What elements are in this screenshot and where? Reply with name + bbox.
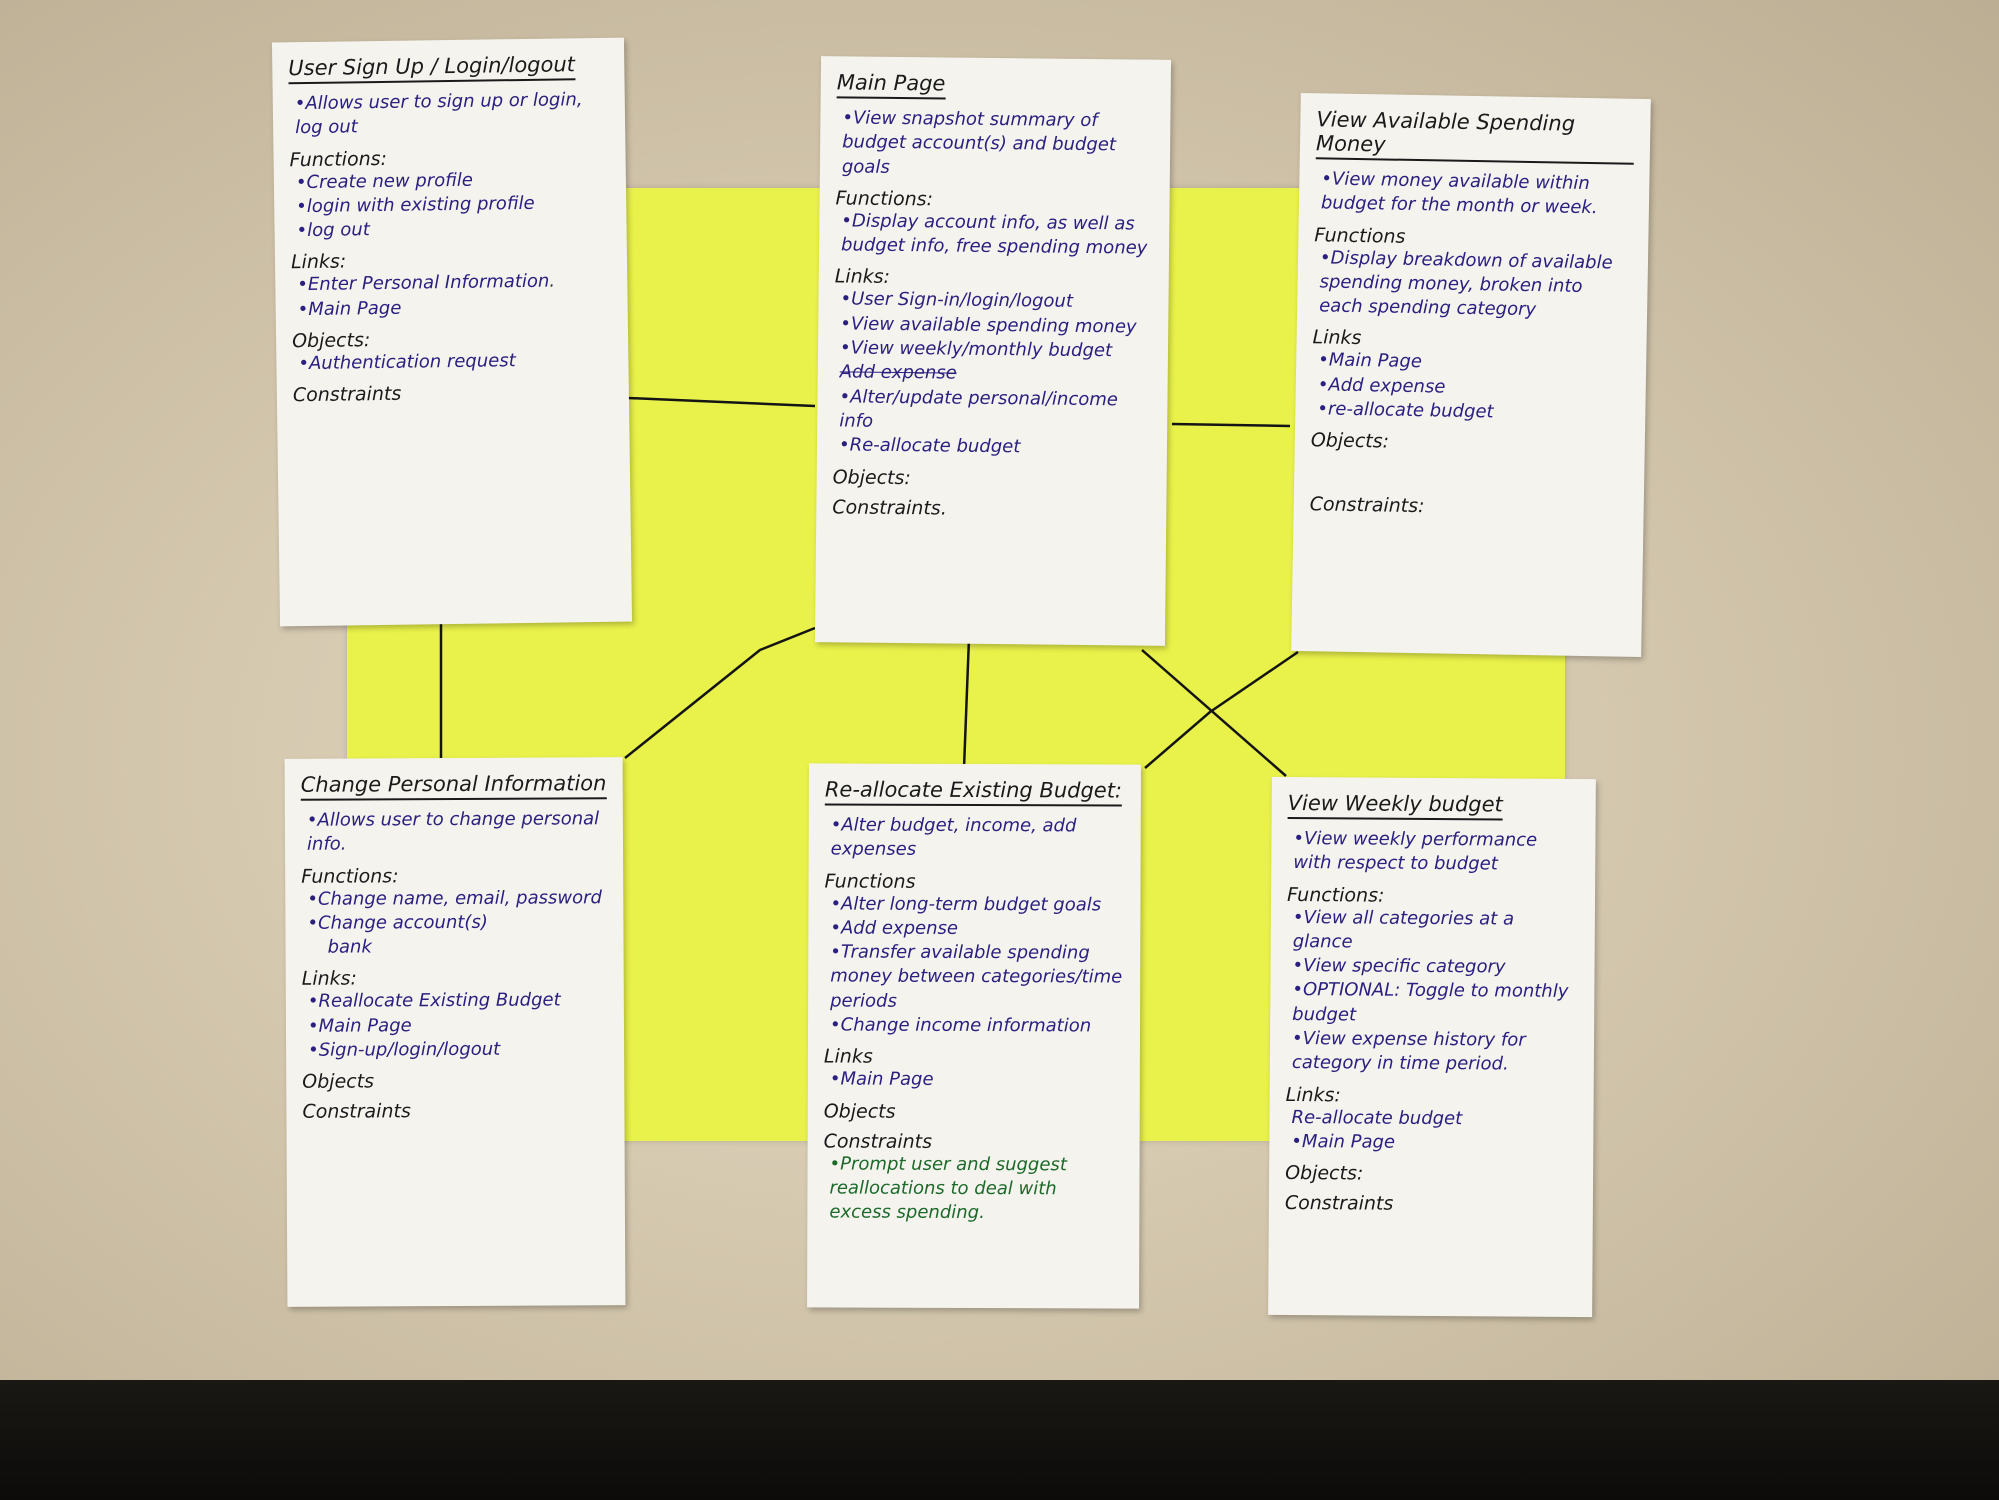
link-item: •Sign-up/login/logout — [308, 1038, 501, 1061]
link-item: •Main Page — [307, 1015, 412, 1037]
caret-note: bank — [327, 936, 372, 958]
card-main-page: Main Page •View snapshot summary of budg… — [814, 56, 1172, 646]
function-item: •OPTIONAL: Toggle to monthly budget — [1292, 979, 1569, 1026]
objects-label: Objects — [302, 1070, 375, 1094]
card-title: Change Personal Information — [300, 771, 607, 801]
link-item: Re-allocate budget — [1291, 1106, 1463, 1129]
link-item: •Main Page — [297, 297, 402, 320]
link-item: •View available spending money — [840, 313, 1137, 338]
constraints-label: Constraints — [1284, 1192, 1394, 1215]
card-title: User Sign Up / Login/logout — [288, 52, 576, 85]
functions-label: Functions: — [835, 187, 934, 211]
card-view-weekly-budget: View Weekly budget •View weekly performa… — [1268, 776, 1596, 1318]
card-description: •View money available within budget for … — [1320, 168, 1598, 219]
constraints-label: Constraints — [302, 1100, 411, 1124]
card-change-personal-info: Change Personal Information •Allows user… — [284, 757, 626, 1307]
function-item: •Change name, email, password — [307, 886, 602, 910]
link-item: •Main Page — [829, 1068, 934, 1091]
link-item: •Reallocate Existing Budget — [307, 989, 561, 1013]
card-description: •Allows user to change personal info. — [306, 808, 600, 856]
function-item: •View specific category — [1292, 955, 1506, 978]
objects-label: Objects: — [832, 465, 911, 489]
functions-label: Functions: — [301, 864, 399, 888]
link-item: •re-allocate budget — [1317, 398, 1494, 423]
card-description: •Alter budget, income, add expenses — [830, 814, 1077, 861]
dark-floor — [0, 1380, 1999, 1500]
card-description: •View weekly performance with respect to… — [1293, 828, 1538, 875]
function-item: •Change income information — [830, 1014, 1092, 1037]
card-title: Main Page — [836, 70, 946, 100]
function-item: •Transfer available spending money betwe… — [830, 941, 1123, 1012]
objects-label: Objects — [823, 1100, 896, 1123]
constraints-label: Constraints. — [832, 495, 947, 520]
link-item: •View weekly/monthly budget — [839, 337, 1113, 362]
card-description: •View snapshot summary of budget account… — [841, 107, 1117, 178]
link-item: •User Sign-in/login/logout — [840, 288, 1074, 313]
card-title: View Available Spending Money — [1315, 107, 1635, 165]
function-item: •View expense history for category in ti… — [1291, 1028, 1526, 1075]
functions-label: Functions: — [1286, 883, 1385, 907]
constraints-label: Constraints — [292, 383, 402, 407]
card-view-spending: View Available Spending Money •View mone… — [1291, 92, 1651, 658]
links-label: Links: — [1285, 1083, 1341, 1107]
links-label: Links — [823, 1045, 873, 1069]
constraints-label: Constraints — [823, 1130, 933, 1153]
link-item: •Main Page — [1291, 1130, 1396, 1153]
constraints-label: Constraints: — [1309, 493, 1425, 518]
function-item: •Add expense — [830, 917, 959, 939]
link-item: •Re-allocate budget — [838, 434, 1021, 458]
function-item: •log out — [296, 219, 370, 242]
card-user-signup: User Sign Up / Login/logout •Allows user… — [271, 37, 633, 627]
card-reallocate-budget: Re-allocate Existing Budget: •Alter budg… — [807, 763, 1141, 1309]
struck-link-item: Add expense — [839, 361, 957, 384]
card-title: View Weekly budget — [1287, 790, 1503, 821]
card-description: •Allows user to sign up or login, log ou… — [294, 89, 583, 139]
function-item: •Change account(s) — [307, 911, 488, 934]
object-item: •Authentication request — [298, 350, 516, 375]
objects-label: Objects: — [1285, 1162, 1364, 1185]
function-item: •Alter long-term budget goals — [830, 893, 1102, 916]
function-item: •Display breakdown of available spending… — [1318, 246, 1613, 321]
card-title: Re-allocate Existing Budget: — [824, 777, 1123, 807]
link-item: •Alter/update personal/income info — [839, 386, 1119, 432]
function-item: •Display account info, as well as budget… — [840, 210, 1148, 259]
function-item: •View all categories at a glance — [1292, 906, 1515, 953]
functions-label: Functions — [824, 870, 916, 893]
links-label: Links: — [301, 967, 357, 991]
constraint-item: •Prompt user and suggest reallocations t… — [829, 1153, 1067, 1224]
